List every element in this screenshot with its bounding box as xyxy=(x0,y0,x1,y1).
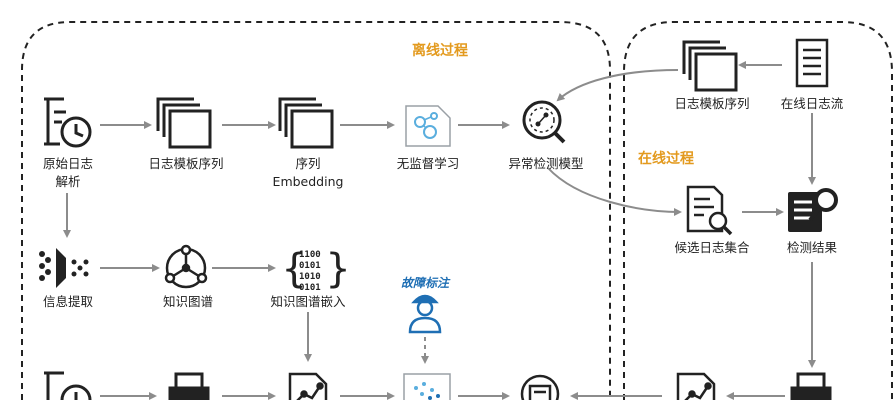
binary-code-icon: { } 1100 0101 1010 0101 xyxy=(282,246,350,293)
detect-result-label: 检测结果 xyxy=(787,240,838,255)
offline-title: 离线过程 xyxy=(412,42,468,59)
model-monitor-icon xyxy=(520,374,560,400)
log-clock-icon xyxy=(44,371,92,400)
printer-icon xyxy=(168,372,210,400)
printer-icon xyxy=(790,372,832,400)
online-log-stream-label: 在线日志流 xyxy=(781,96,844,111)
svg-text:1100: 1100 xyxy=(299,250,321,260)
engineer-icon xyxy=(408,294,442,334)
knowledge-graph-label: 知识图谱 xyxy=(163,294,213,309)
online-template-seq-label: 日志模板序列 xyxy=(674,96,749,111)
scatter-box-icon xyxy=(403,373,451,400)
connectors xyxy=(63,61,816,400)
funnel-dots-icon xyxy=(39,248,89,288)
document-lines-icon xyxy=(795,38,829,88)
seq-embed-label-line2: Embedding xyxy=(273,174,344,189)
svg-text:0101: 0101 xyxy=(299,283,321,293)
unsupervised-label: 无监督学习 xyxy=(397,156,460,171)
raw-log-label-line2: 解析 xyxy=(55,174,80,189)
svg-text:1010: 1010 xyxy=(299,272,321,282)
info-extract-label: 信息提取 xyxy=(43,294,94,309)
svg-text:0101: 0101 xyxy=(299,261,321,271)
chart-doc-icon xyxy=(288,372,328,400)
candidate-set-label: 候选日志集合 xyxy=(674,240,750,255)
offline-region xyxy=(21,21,611,400)
log-clock-icon xyxy=(44,97,92,148)
svg-text:}: } xyxy=(326,246,350,292)
chart-doc-icon xyxy=(676,372,716,400)
document-search-icon xyxy=(686,185,733,236)
kg-embedding-label: 知识图谱嵌入 xyxy=(270,294,346,309)
unsupervised-learning-icon xyxy=(405,105,451,147)
raw-log-label-line1: 原始日志 xyxy=(43,156,93,171)
svg-text:{: { xyxy=(282,246,306,292)
stacked-pages-icon xyxy=(682,40,738,92)
stacked-pages-icon xyxy=(156,97,212,149)
fault-label-text: 故障标注 xyxy=(401,276,451,290)
knowledge-graph-icon xyxy=(164,244,208,289)
log-template-seq-label: 日志模板序列 xyxy=(148,156,223,171)
stacked-pages-icon xyxy=(278,97,334,149)
online-title: 在线过程 xyxy=(638,150,694,167)
result-search-icon xyxy=(788,188,838,232)
anomaly-model-label: 异常检测模型 xyxy=(508,156,583,171)
seq-embed-label-line1: 序列 xyxy=(295,156,320,171)
anomaly-model-icon xyxy=(522,100,566,144)
